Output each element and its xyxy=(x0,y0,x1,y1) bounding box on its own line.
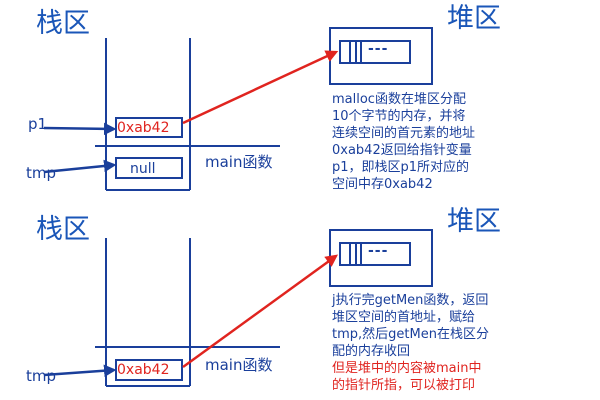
top-description-line: 空间中存0xab42 xyxy=(332,177,433,192)
top-p1-label: p1 xyxy=(28,115,48,133)
top-heap-title: 堆区 xyxy=(447,3,501,34)
top-description-line: p1，即栈区p1所对应的 xyxy=(332,160,470,175)
top-p1-pointer-arrow xyxy=(43,122,117,136)
top-p1-value: 0xab42 xyxy=(117,120,170,136)
top-description-line: malloc函数在堆区分配 xyxy=(332,92,466,107)
bottom-heap-address-arrow xyxy=(182,254,339,369)
top-description-line: 10个字节的内存，并将 xyxy=(332,109,466,124)
top-heap-block-text: --- xyxy=(368,41,389,57)
top-description: malloc函数在堆区分配 10个字节的内存，并将 连续空间的首元素的地址 0x… xyxy=(332,91,475,193)
bottom-stack-title: 栈区 xyxy=(36,214,90,245)
top-tmp-value: null xyxy=(130,161,156,177)
bottom-tmp-value: 0xab42 xyxy=(117,362,170,378)
top-description-line: 0xab42返回给指针变量 xyxy=(332,143,472,158)
bottom-tmp-pointer-arrow xyxy=(43,364,117,377)
top-frame-label: main函数 xyxy=(205,153,273,171)
bottom-heap-block-text: --- xyxy=(368,243,389,259)
bottom-description: j执行完getMen函数，返回 堆区空间的首地址，赋给 tmp,然后getMen… xyxy=(332,292,489,394)
bottom-description-line: 堆区空间的首地址，赋给 xyxy=(332,310,476,325)
bottom-frame-label: main函数 xyxy=(205,356,273,374)
bottom-description-line: j执行完getMen函数，返回 xyxy=(332,293,489,308)
top-stack-title: 栈区 xyxy=(36,8,90,39)
top-description-line: 连续空间的首元素的地址 xyxy=(332,126,476,141)
bottom-description-red-line: 的指针所指，可以被打印 xyxy=(332,378,476,393)
top-tmp-pointer-arrow xyxy=(43,159,117,174)
top-heap-address-arrow xyxy=(182,50,339,125)
bottom-description-line: tmp,然后getMen在栈区分 xyxy=(332,327,489,342)
bottom-heap-title: 堆区 xyxy=(447,206,501,237)
top-tmp-label: tmp xyxy=(26,164,57,182)
bottom-description-red-line: 但是堆中的内容被main中 xyxy=(332,361,482,376)
bottom-tmp-label: tmp xyxy=(26,367,57,385)
bottom-description-line: 配的内存收回 xyxy=(332,344,411,359)
